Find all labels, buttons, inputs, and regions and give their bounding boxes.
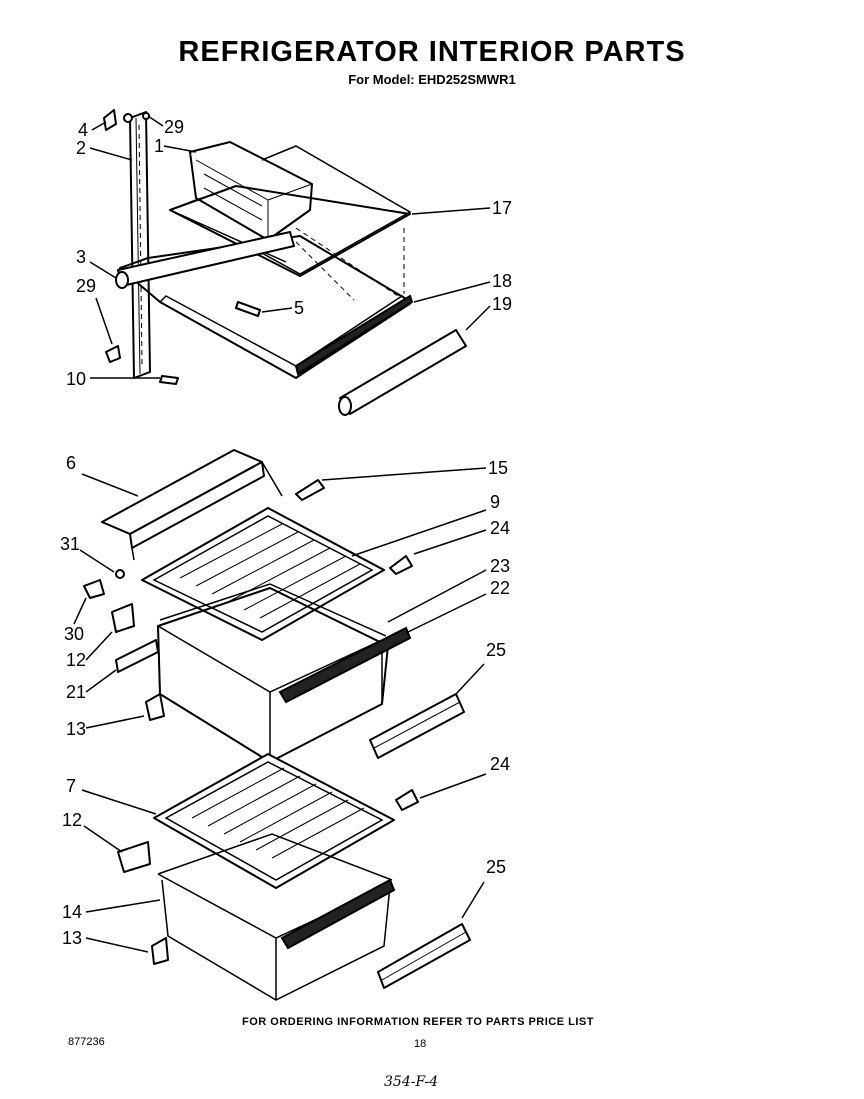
drawer-rail-part <box>115 639 159 673</box>
crisper-drawer-part <box>157 583 389 763</box>
callout-group-bottom: 7 24 12 25 14 13 <box>62 754 510 953</box>
callout-7: 7 <box>66 776 76 796</box>
model-subtitle: For Model: EHD252SMWR1 <box>348 72 516 87</box>
callout-13-lower: 13 <box>62 928 82 948</box>
callout-24-lower: 24 <box>490 754 510 774</box>
shelf-ladder-rail <box>129 111 151 379</box>
drawer-slide-part <box>278 626 412 704</box>
callout-4: 4 <box>78 120 88 140</box>
callout-10: 10 <box>66 369 86 389</box>
handwritten-note: 354-F-4 <box>384 1074 439 1090</box>
callout-25-upper: 25 <box>486 640 506 660</box>
callout-5: 5 <box>294 298 304 318</box>
callout-30: 30 <box>64 624 84 644</box>
callout-14: 14 <box>62 902 82 922</box>
callout-24-upper: 24 <box>490 518 510 538</box>
bottom-screw-part <box>159 375 179 385</box>
callout-23: 23 <box>490 556 510 576</box>
callout-21: 21 <box>66 682 86 702</box>
callout-2: 2 <box>76 138 86 158</box>
callout-19: 19 <box>492 294 512 314</box>
side-pin-upper <box>295 479 413 575</box>
small-clip-part <box>105 345 121 363</box>
callout-3: 3 <box>76 247 86 267</box>
crisper-cover-part <box>101 449 283 561</box>
trim-channel-upper <box>369 693 465 759</box>
callout-12-upper: 12 <box>66 650 86 670</box>
callout-17: 17 <box>492 198 512 218</box>
lower-shelf-part <box>153 753 395 889</box>
shelf-trim-part <box>294 294 414 376</box>
callout-22: 22 <box>490 578 510 598</box>
callout-29-top: 29 <box>164 117 184 137</box>
callout-13-upper: 13 <box>66 719 86 739</box>
callout-group-middle: 6 15 9 24 31 23 22 30 25 12 21 13 <box>60 453 510 739</box>
trim-channel-lower <box>377 923 471 989</box>
callout-18: 18 <box>492 271 512 291</box>
callout-1: 1 <box>154 136 164 156</box>
page-title: REFRIGERATOR INTERIOR PARTS <box>178 36 686 68</box>
front-rail-part <box>115 231 295 289</box>
lower-drawer-slide <box>280 878 396 950</box>
callout-25-lower: 25 <box>486 857 506 877</box>
callout-12-lower: 12 <box>62 810 82 830</box>
rail-clip-part <box>103 109 150 131</box>
callout-15: 15 <box>488 458 508 478</box>
ordering-note: FOR ORDERING INFORMATION REFER TO PARTS … <box>242 1016 594 1028</box>
callout-29-mid: 29 <box>76 276 96 296</box>
mid-support-parts <box>83 569 165 721</box>
document-number: 877236 <box>68 1036 105 1048</box>
page-number: 18 <box>414 1038 427 1050</box>
screw-part <box>235 301 261 317</box>
callout-9: 9 <box>490 492 500 512</box>
lower-support-parts <box>117 789 419 965</box>
crisper-shelf-part <box>141 507 385 641</box>
callout-group-top: 4 29 2 1 17 3 18 19 29 5 10 <box>66 115 512 389</box>
callout-6: 6 <box>66 453 76 473</box>
callout-31: 31 <box>60 534 80 554</box>
trim-tube-part <box>338 329 467 416</box>
